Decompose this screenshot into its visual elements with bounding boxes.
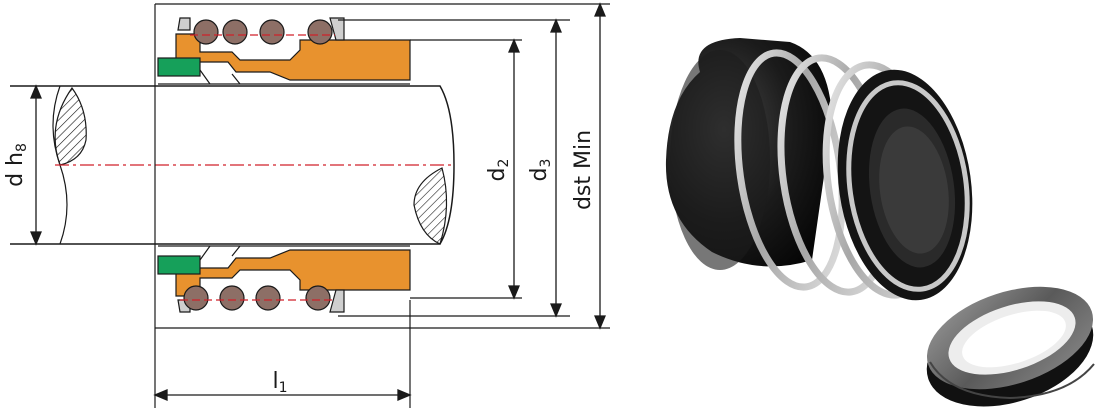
dimension-d-h8 <box>30 84 42 246</box>
elastomer-upper <box>157 57 201 77</box>
seal-body-lower <box>175 249 411 297</box>
dimension-d2 <box>508 38 520 300</box>
dimension-l1 <box>153 389 412 401</box>
elastomer-lower <box>157 255 201 275</box>
seal-lower-half <box>157 245 411 313</box>
seal-front-ring <box>837 69 973 301</box>
technical-drawing: d h8 d2 d3 dst Min <box>3 2 610 408</box>
seal-upper-half <box>157 17 411 85</box>
shaft-break-hatch-left <box>54 86 87 166</box>
spring-coils-lower <box>183 285 331 311</box>
label-d2: d2 <box>485 159 512 182</box>
spring-retainer-upper <box>177 17 191 31</box>
shaft-break-hatch-right <box>413 167 448 245</box>
spring-coil <box>222 19 248 45</box>
spring-coil <box>219 285 245 311</box>
spring-coil <box>193 19 219 45</box>
label-d-h8: d h8 <box>3 143 30 187</box>
dimension-dst-min <box>594 2 606 330</box>
spring-coils-upper <box>193 19 333 45</box>
extension-lines <box>154 3 610 408</box>
spring-coil <box>255 285 281 311</box>
spring-coil <box>307 19 333 45</box>
dimension-d3 <box>550 18 562 318</box>
spring-coil <box>259 19 285 45</box>
label-l1: l1 <box>272 369 287 396</box>
spring-coil <box>183 285 209 311</box>
label-d3: d3 <box>527 159 554 182</box>
seal-seat-ring <box>926 286 1095 407</box>
label-dst-min: dst Min <box>571 130 596 210</box>
seal-body-upper <box>175 33 411 81</box>
spring-coil <box>305 285 331 311</box>
seal-product-photo <box>665 38 1095 407</box>
